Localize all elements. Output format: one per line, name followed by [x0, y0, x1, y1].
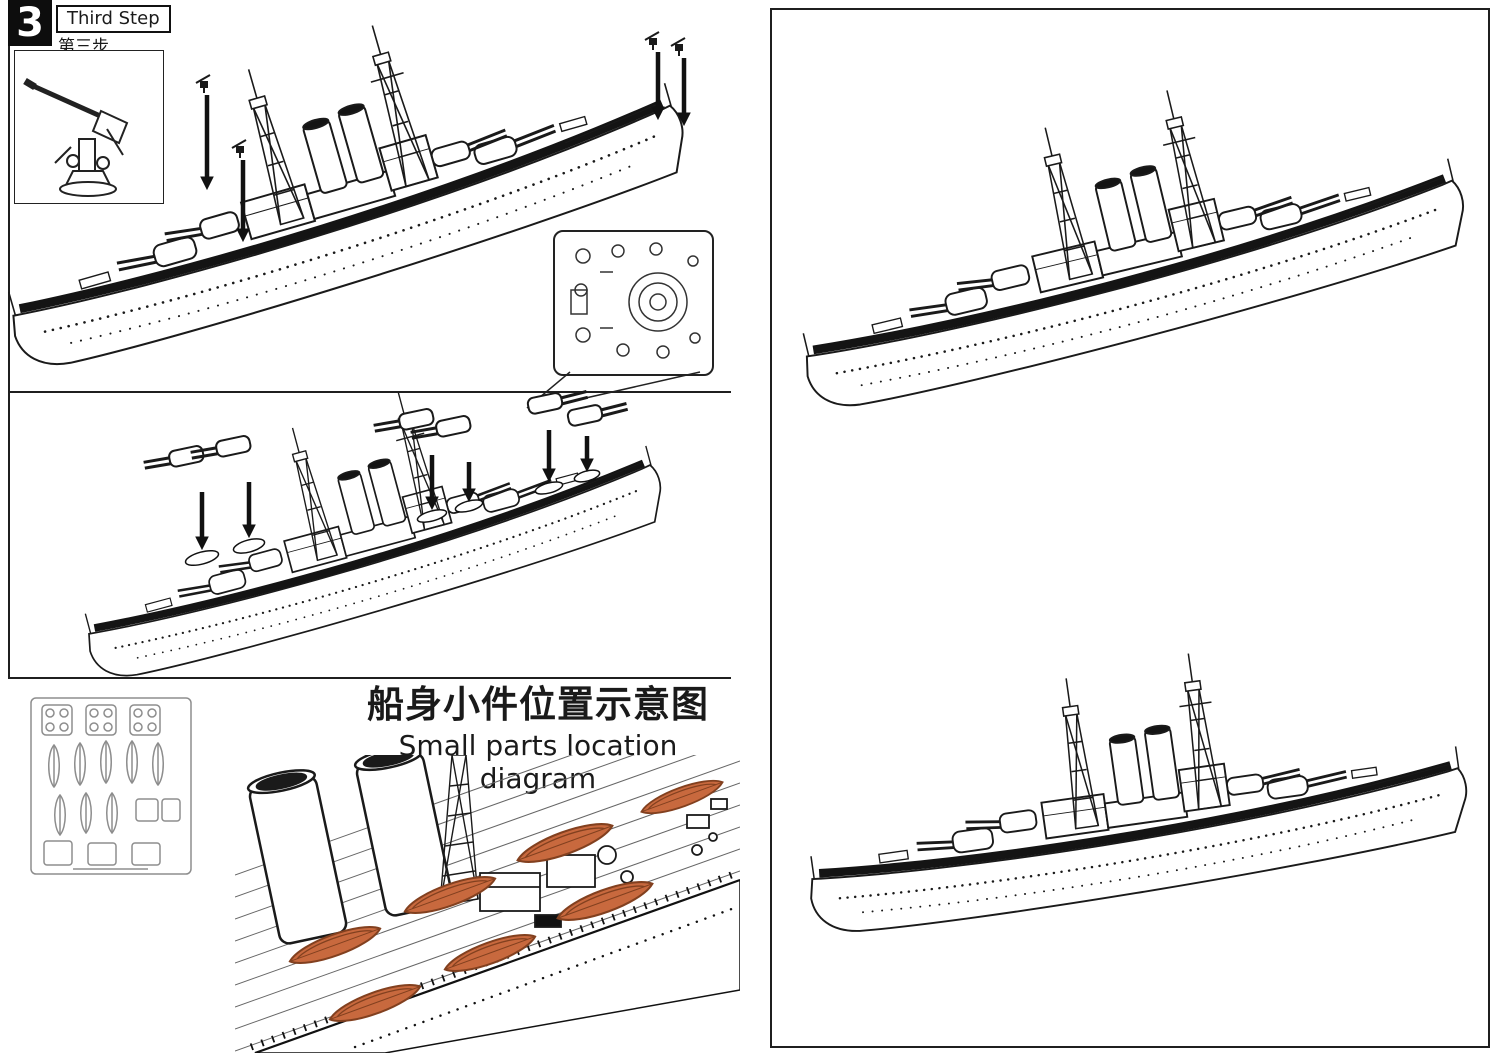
section-divider	[8, 0, 10, 677]
deck-detail-inset	[553, 230, 714, 376]
funnel-drawing	[246, 755, 454, 945]
right-panel	[770, 8, 1490, 1048]
parts-location-caption-en: Small parts location diagram	[398, 728, 678, 796]
battleship-drawing	[785, 618, 1475, 940]
parts-location-caption-zh: 船身小件位置示意图	[367, 683, 709, 726]
small-part-icon	[195, 74, 211, 94]
turret-part-icon	[565, 397, 631, 429]
step-label-en: Third Step	[56, 5, 171, 33]
parts-location-caption: 船身小件位置示意图 Small parts location diagram	[352, 683, 724, 796]
deck-gun-illustration	[23, 77, 129, 197]
battleship-drawing	[777, 62, 1477, 418]
assembly-arrow-icon	[200, 52, 691, 243]
deck-detail-drawing	[570, 242, 701, 359]
hull-small-parts-closeup	[235, 755, 740, 1053]
small-part-icon	[670, 37, 686, 57]
ship-assembly-top-diagram	[0, 18, 745, 390]
ship-assembly-middle-diagram	[0, 390, 745, 677]
finished-ship-top-diagram	[777, 62, 1489, 472]
assembly-arrow-icon	[195, 430, 594, 551]
deck-gun-inset	[14, 50, 164, 204]
photo-etch-fret-diagram	[30, 697, 192, 875]
small-part-icon	[231, 139, 247, 159]
section-divider	[8, 677, 731, 679]
small-part-icon	[644, 31, 660, 51]
section-divider	[8, 391, 731, 393]
battleship-drawing	[46, 390, 674, 677]
step-number-badge: 3	[8, 0, 52, 46]
finished-ship-bottom-diagram	[777, 577, 1490, 1043]
